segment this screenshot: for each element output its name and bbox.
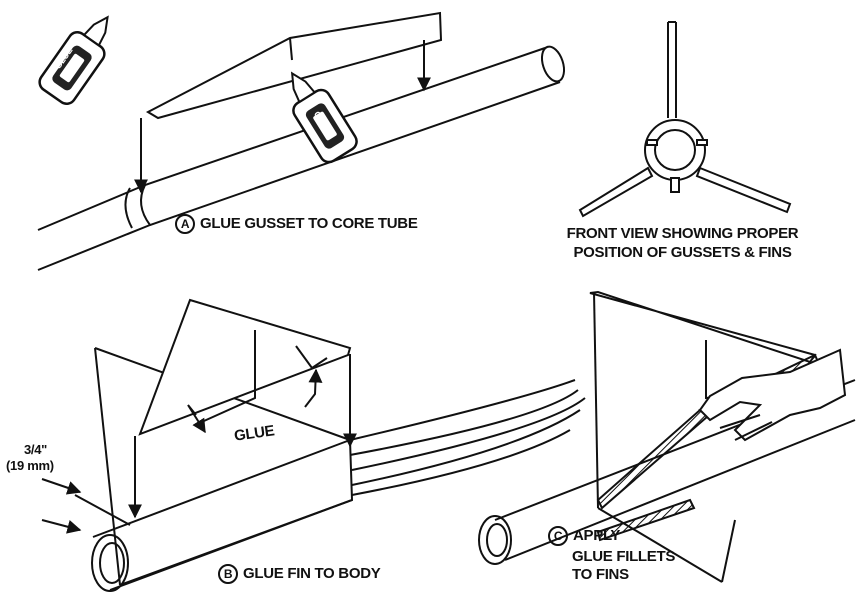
panel-c-illustration [478,290,856,583]
dimension-mm: (19 mm) [6,458,54,473]
gusset [145,11,443,120]
front-view-illustration [578,21,792,218]
hand [698,348,847,442]
step-b-label: B GLUE FIN TO BODY [218,564,381,584]
step-c-marker: C [548,526,568,546]
step-c-label: C APPLY GLUE FILLETS TO FINS [548,526,675,582]
step-a-marker: A [175,214,195,234]
panel-a-illustration [37,11,566,271]
step-c-line3: TO FINS [572,566,629,583]
front-view-caption: FRONT VIEW SHOWING PROPER POSITION OF GU… [535,226,830,260]
body-tube [92,439,351,538]
step-a-text: GLUE GUSSET TO CORE TUBE [200,214,418,232]
glue-bottle-left-icon [38,15,109,106]
step-c-line2: GLUE FILLETS [572,548,676,565]
step-c-line1: APPLY [573,526,621,544]
front-view-caption-line1: FRONT VIEW SHOWING PROPER [566,225,799,242]
step-b-marker: B [218,564,238,584]
dimension-inches: 3/4" [24,442,48,457]
glue-bottle-right-icon [290,71,358,164]
panel-b-illustration [41,298,586,592]
front-view-caption-line2: POSITION OF GUSSETS & FINS [573,244,792,261]
fin [138,298,352,436]
step-b-text: GLUE FIN TO BODY [243,564,381,582]
step-a-label: A GLUE GUSSET TO CORE TUBE [175,214,418,234]
dimension-label: 3/4" (19 mm) [6,443,54,472]
